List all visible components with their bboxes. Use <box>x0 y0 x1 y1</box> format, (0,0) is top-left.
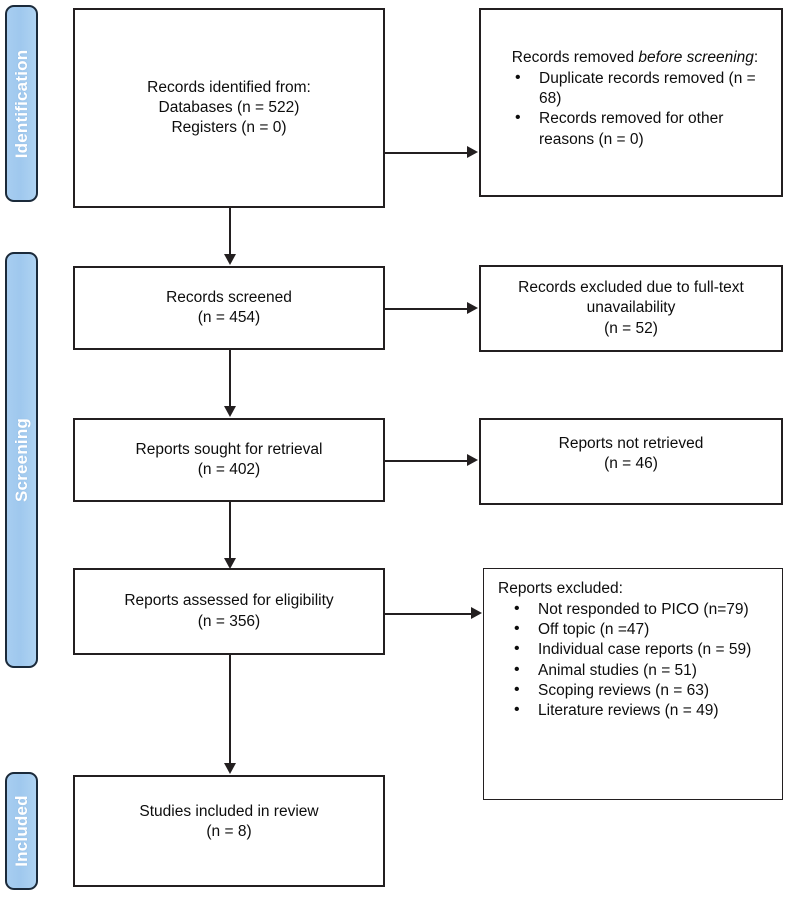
connector-identified-to-removed <box>385 152 468 154</box>
box-records-screened-text: Records screened (n = 454) <box>166 288 292 326</box>
phase-label-screening: Screening <box>11 418 31 502</box>
box-reports-excluded: Reports excluded: Not responded to PICO … <box>483 568 783 800</box>
box-reports-not-retrieved-text: Reports not retrieved (n = 46) <box>558 435 704 473</box>
box-reports-excluded-heading: Reports excluded: <box>498 580 623 597</box>
phase-tab-screening: Screening <box>5 252 38 668</box>
phase-label-included: Included <box>11 795 31 867</box>
box-records-removed: Records removed before screening: Duplic… <box>479 8 783 197</box>
list-item: Animal studies (n = 51) <box>498 660 776 681</box>
box-reports-excluded-list: Not responded to PICO (n=79) Off topic (… <box>498 599 776 721</box>
box-reports-excluded-content: Reports excluded: Not responded to PICO … <box>484 569 782 721</box>
box-records-identified: Records identified from: Databases (n = … <box>73 8 385 208</box>
arrowhead-sought-to-not-retrieved <box>467 454 478 466</box>
connector-assessed-to-excluded <box>385 613 472 615</box>
connector-assessed-to-included <box>229 655 231 765</box>
box-records-identified-text: Records identified from: Databases (n = … <box>147 78 311 137</box>
phase-tab-identification: Identification <box>5 5 38 202</box>
box-reports-assessed-text: Reports assessed for eligibility (n = 35… <box>124 592 334 630</box>
box-reports-assessed: Reports assessed for eligibility (n = 35… <box>73 568 385 655</box>
arrowhead-screened-to-sought <box>224 406 236 417</box>
connector-screened-to-excluded <box>385 308 468 310</box>
arrowhead-screened-to-excluded <box>467 302 478 314</box>
arrowhead-sought-to-assessed <box>224 558 236 569</box>
connector-sought-to-assessed <box>229 502 231 560</box>
box-records-removed-heading: Records removed before screening: <box>511 49 759 66</box>
connector-screened-to-sought <box>229 350 231 408</box>
box-records-removed-content: Records removed before screening: Duplic… <box>481 10 781 195</box>
arrowhead-identified-to-screened <box>224 254 236 265</box>
box-records-excluded-fulltext: Records excluded due to full-text unavai… <box>479 265 783 352</box>
box-records-removed-list: Duplicate records removed (n = 68) Recor… <box>495 68 775 150</box>
list-item: Individual case reports (n = 59) <box>498 639 776 660</box>
box-records-excluded-fulltext-text: Records excluded due to full-text unavai… <box>518 279 744 337</box>
box-studies-included-text: Studies included in review (n = 8) <box>139 803 319 841</box>
list-item: Not responded to PICO (n=79) <box>498 599 776 620</box>
list-item: Off topic (n =47) <box>498 619 776 640</box>
connector-sought-to-not-retrieved <box>385 460 468 462</box>
box-reports-not-retrieved: Reports not retrieved (n = 46) <box>479 418 783 505</box>
list-item: Scoping reviews (n = 63) <box>498 680 776 701</box>
arrowhead-identified-to-removed <box>467 146 478 158</box>
list-item: Records removed for other reasons (n = 0… <box>495 108 775 149</box>
phase-tab-included: Included <box>5 772 38 890</box>
list-item: Duplicate records removed (n = 68) <box>495 68 775 109</box>
connector-identified-to-screened <box>229 208 231 255</box>
box-reports-sought: Reports sought for retrieval (n = 402) <box>73 418 385 502</box>
phase-label-identification: Identification <box>11 49 31 158</box>
box-records-screened: Records screened (n = 454) <box>73 266 385 350</box>
list-item: Literature reviews (n = 49) <box>498 700 776 721</box>
box-reports-sought-text: Reports sought for retrieval (n = 402) <box>135 440 323 478</box>
arrowhead-assessed-to-included <box>224 763 236 774</box>
arrowhead-assessed-to-excluded <box>471 607 482 619</box>
box-studies-included: Studies included in review (n = 8) <box>73 775 385 887</box>
